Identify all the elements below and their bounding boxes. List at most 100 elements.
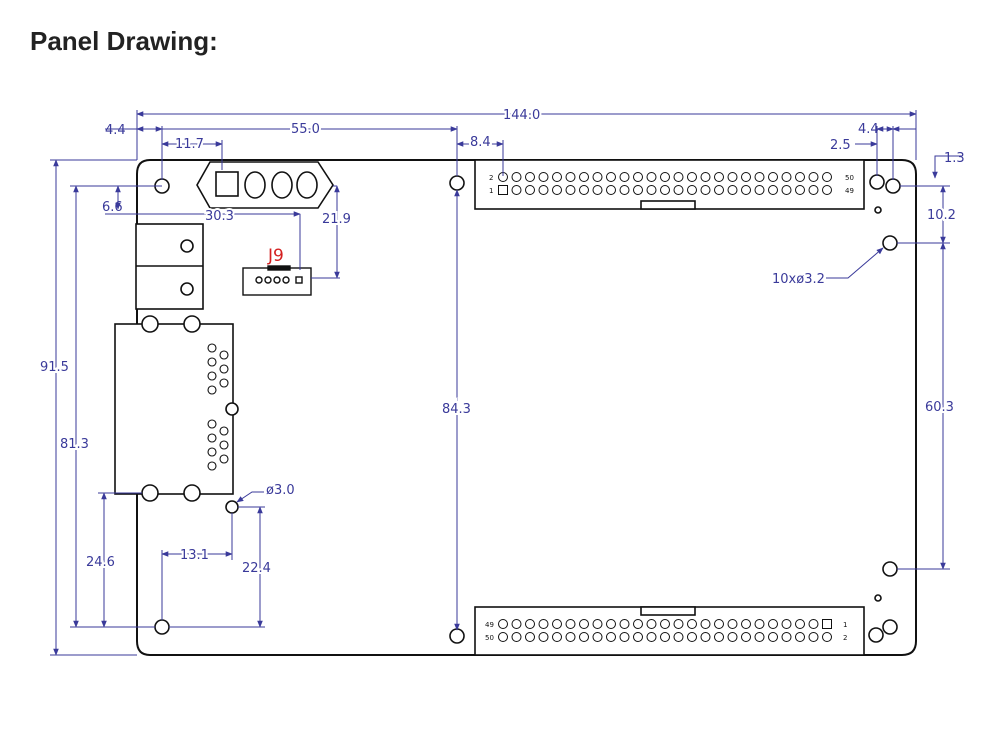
header-pin	[808, 172, 819, 182]
header-pin	[795, 172, 805, 182]
header-pin	[606, 619, 616, 629]
header-pin	[660, 619, 670, 629]
header-pin	[781, 632, 792, 642]
top-header	[474, 159, 865, 210]
header-pin	[714, 632, 724, 642]
header-pin	[619, 185, 630, 195]
header-pin	[538, 632, 549, 642]
dim-8-4: 8.4	[470, 135, 491, 150]
header-pin	[714, 619, 724, 629]
header-pin	[525, 172, 535, 182]
small-hole-note: ø3.0	[266, 483, 295, 498]
header-pin	[646, 619, 657, 629]
header-pin	[660, 185, 670, 195]
header-pin	[808, 632, 819, 642]
header-pin	[673, 619, 684, 629]
mounting-hole	[869, 174, 885, 190]
dim-overall-width: 144.0	[503, 108, 540, 123]
header-pin	[754, 172, 765, 182]
header-pin	[592, 619, 603, 629]
pin-label: 49	[485, 621, 494, 629]
header-pin	[754, 632, 765, 642]
header-pin	[687, 185, 697, 195]
header-pin	[660, 172, 670, 182]
header-pin	[565, 619, 576, 629]
power-connector	[196, 161, 334, 209]
header-pin	[606, 185, 616, 195]
mounting-hole	[882, 235, 898, 251]
pin-label: 2	[489, 174, 493, 182]
header-pin	[579, 632, 589, 642]
dim-1-3: 1.3	[944, 151, 965, 166]
header-pin	[552, 619, 562, 629]
header-pin	[511, 172, 522, 182]
header-pin	[633, 185, 643, 195]
dim-81-3: 81.3	[60, 437, 89, 452]
dim-60-3: 60.3	[925, 400, 954, 415]
pin-label: 1	[843, 621, 847, 629]
dim-left-margin: 4.4	[105, 123, 126, 138]
header-pin	[498, 185, 508, 195]
header-pin	[565, 632, 576, 642]
header-pin	[579, 185, 589, 195]
header-pin	[619, 632, 630, 642]
header-pin	[660, 632, 670, 642]
header-pin	[525, 632, 535, 642]
dim-22-4: 22.4	[242, 561, 271, 576]
header-pin	[592, 632, 603, 642]
header-pin	[687, 632, 697, 642]
pin-label: 1	[489, 187, 493, 195]
header-pin	[741, 632, 751, 642]
header-pin	[579, 619, 589, 629]
header-pin	[700, 172, 711, 182]
header-pin	[781, 172, 792, 182]
header-pin	[768, 632, 778, 642]
bottom-header	[474, 606, 865, 656]
header-pin	[768, 185, 778, 195]
header-pin	[687, 172, 697, 182]
dim-24-6: 24.6	[86, 555, 115, 570]
header-pin	[741, 619, 751, 629]
board-outline	[136, 159, 917, 656]
mounting-hole	[449, 175, 465, 191]
header-pin	[538, 172, 549, 182]
header-pin	[714, 172, 724, 182]
dim-30-3: 30.3	[205, 209, 234, 224]
tiny-hole	[874, 206, 882, 214]
header-pin	[673, 185, 684, 195]
dimension-lines	[50, 110, 962, 656]
header-pin	[700, 619, 711, 629]
board	[136, 159, 917, 656]
header-pin	[565, 185, 576, 195]
page-title: Panel Drawing:	[30, 26, 218, 56]
mounting-hole	[882, 561, 898, 577]
header-pin	[552, 632, 562, 642]
dim-11-7: 11.7	[175, 137, 204, 152]
dim-2-5: 2.5	[830, 138, 851, 153]
header-pin	[525, 619, 535, 629]
header-pin	[741, 185, 751, 195]
dim-13-1: 13.1	[180, 548, 209, 563]
header-pin	[619, 172, 630, 182]
dim-right-margin: 4.4	[858, 122, 879, 137]
header-pin	[754, 619, 765, 629]
dim-10-2: 10.2	[927, 208, 956, 223]
header-pin	[606, 632, 616, 642]
header-pin	[768, 172, 778, 182]
header-pin	[511, 619, 522, 629]
header-pin	[822, 185, 832, 195]
side-connector	[114, 315, 239, 502]
header-pin	[606, 172, 616, 182]
header-pin	[700, 185, 711, 195]
header-pin	[727, 185, 738, 195]
pin-label: 50	[845, 174, 854, 182]
j9-label: J9	[267, 246, 284, 266]
mounting-hole	[882, 619, 898, 635]
header-pin	[714, 185, 724, 195]
header-pin	[552, 185, 562, 195]
tiny-hole	[874, 594, 882, 602]
mounting-hole	[868, 627, 884, 643]
stacked-jacks	[135, 223, 204, 310]
header-pin	[727, 632, 738, 642]
header-pin	[822, 172, 832, 182]
